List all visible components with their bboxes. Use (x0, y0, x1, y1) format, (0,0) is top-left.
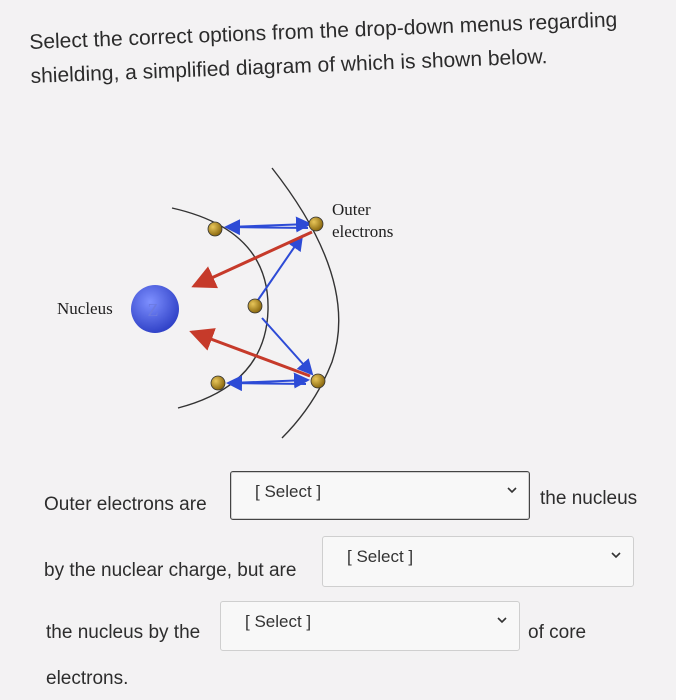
chevron-down-icon (497, 617, 507, 624)
blue-arrow (261, 317, 314, 376)
select-1-value: [ Select ] (255, 482, 322, 501)
question-paragraph: Select the correct options from the drop… (28, 8, 618, 88)
electron (310, 373, 326, 389)
blue-arrow (257, 234, 304, 301)
electron (210, 375, 226, 391)
inner-shell-arc (171, 207, 269, 409)
nucleus-label: Nucleus (57, 299, 113, 318)
blue-arrow (224, 219, 309, 236)
select-2-value: [ Select ] (347, 547, 414, 566)
row1-prefix: Outer electrons are (44, 494, 207, 515)
outer-shell-arc (271, 167, 340, 439)
select-3-value: [ Select ] (245, 612, 312, 631)
outer-electrons-label-line2: electrons (332, 222, 394, 241)
question-text: Select the correct options from the drop… (28, 0, 671, 94)
row3-prefix: the nucleus by the (46, 622, 201, 643)
row3-suffix: of core (528, 622, 587, 643)
shielding-diagram: Z (131, 167, 340, 439)
nucleus (131, 285, 179, 333)
select-dropdown-2[interactable]: [ Select ] (322, 536, 634, 587)
chevron-down-icon (507, 487, 517, 494)
electron (207, 221, 223, 237)
outer-electrons-label-line1: Outer (332, 200, 371, 219)
select-dropdown-1[interactable]: [ Select ] (230, 471, 530, 520)
chevron-down-icon (611, 552, 621, 559)
row2-prefix: by the nuclear charge, but are (44, 560, 297, 581)
nucleus-symbol: Z (148, 300, 159, 320)
electron (247, 298, 263, 314)
red-arrow (189, 328, 311, 378)
row4-text: electrons. (46, 668, 129, 689)
electron (308, 216, 324, 232)
row1-suffix: the nucleus (540, 488, 638, 509)
blue-arrow (226, 375, 307, 392)
red-arrow (191, 230, 313, 289)
select-dropdown-3[interactable]: [ Select ] (220, 601, 520, 651)
